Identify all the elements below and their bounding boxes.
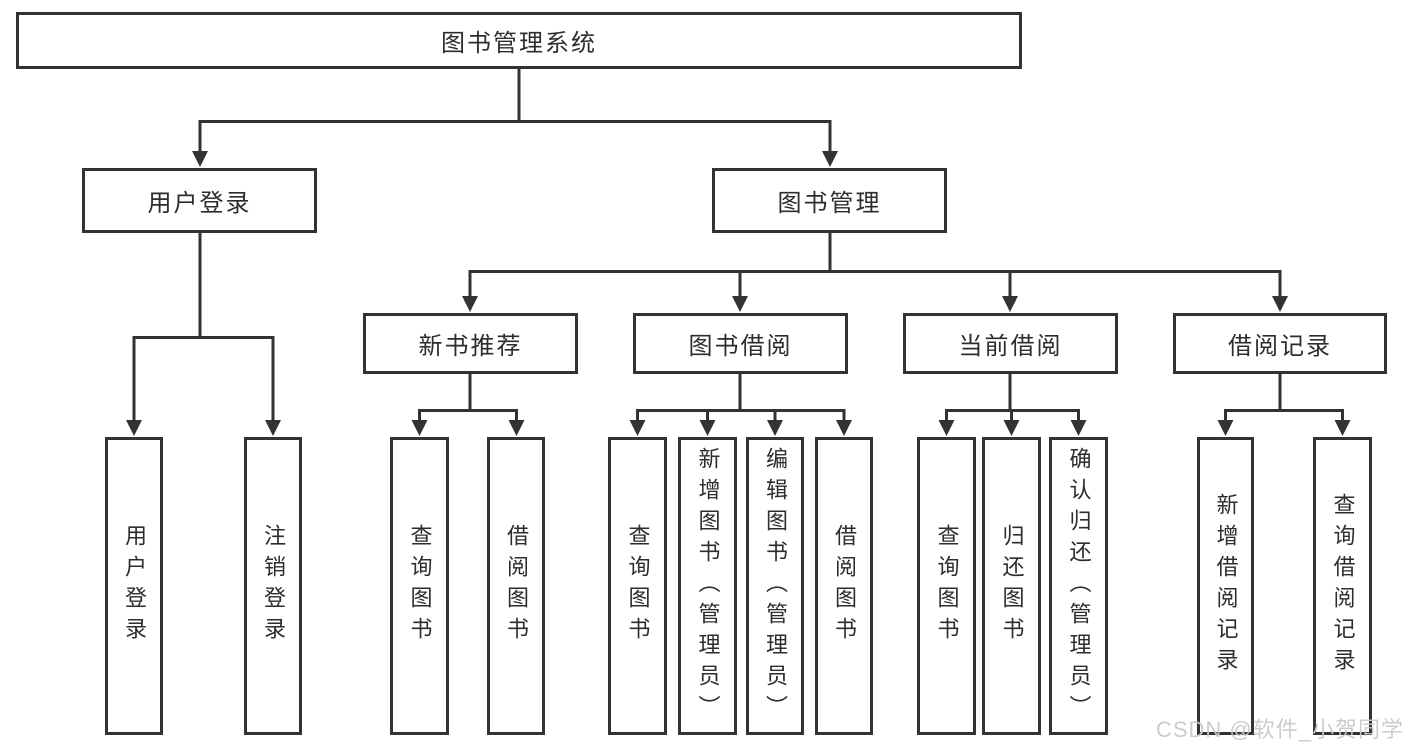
leaf-confirm-return-admin: 确认归还（管理员） (1049, 437, 1108, 735)
node-label: 查询借阅记录 (1330, 493, 1356, 679)
leaf-query-book-recommend: 查询图书 (390, 437, 449, 735)
node-book-management: 图书管理 (712, 168, 947, 233)
node-label: 查询图书 (407, 524, 433, 648)
node-borrow-record: 借阅记录 (1173, 313, 1387, 374)
leaf-borrow-book: 借阅图书 (815, 437, 873, 735)
node-label: 借阅记录 (1228, 333, 1332, 360)
node-label: 借阅图书 (504, 524, 529, 648)
leaf-add-borrow-record: 新增借阅记录 (1197, 437, 1254, 735)
node-label: 新增借阅记录 (1213, 493, 1239, 679)
leaf-user-login: 用户登录 (105, 437, 163, 735)
node-current-borrow: 当前借阅 (903, 313, 1118, 374)
node-label: 用户登录 (147, 190, 252, 217)
node-label: 确认归还（管理员） (1066, 446, 1092, 726)
node-label: 新增图书（管理员） (695, 446, 721, 726)
node-label: 用户登录 (122, 524, 147, 648)
node-label: 借阅图书 (832, 524, 857, 648)
node-user-login: 用户登录 (82, 168, 317, 233)
leaf-borrow-book-recommend: 借阅图书 (487, 437, 545, 735)
leaf-logout: 注销登录 (244, 437, 302, 735)
node-library-management-system: 图书管理系统 (16, 12, 1022, 69)
node-label: 归还图书 (999, 524, 1025, 648)
node-label: 图书管理系统 (441, 30, 597, 57)
leaf-query-book-current: 查询图书 (917, 437, 976, 735)
node-label: 编辑图书（管理员） (763, 446, 788, 726)
leaf-query-book-borrow: 查询图书 (608, 437, 667, 735)
node-label: 查询图书 (934, 524, 960, 648)
node-label: 图书管理 (777, 190, 882, 217)
leaf-query-borrow-record: 查询借阅记录 (1313, 437, 1372, 735)
csdn-watermark: CSDN @软件_小贺同学 (1155, 717, 1404, 742)
node-label: 查询图书 (625, 524, 651, 648)
node-label: 新书推荐 (418, 333, 523, 360)
node-label: 图书借阅 (688, 333, 793, 360)
leaf-edit-book-admin: 编辑图书（管理员） (746, 437, 804, 735)
leaf-return-book: 归还图书 (982, 437, 1041, 735)
node-book-borrow: 图书借阅 (633, 313, 848, 374)
node-label: 注销登录 (261, 524, 286, 648)
node-new-book-recommend: 新书推荐 (363, 313, 578, 374)
node-label: 当前借阅 (958, 333, 1063, 360)
leaf-add-book-admin: 新增图书（管理员） (678, 437, 737, 735)
